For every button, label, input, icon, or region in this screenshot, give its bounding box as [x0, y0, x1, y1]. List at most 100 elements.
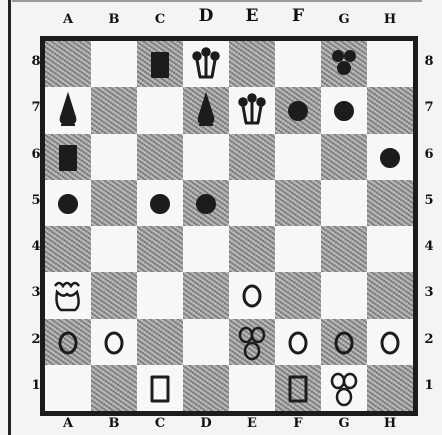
square-e8[interactable]: [229, 41, 275, 87]
white-pawn-icon[interactable]: [45, 319, 91, 365]
square-a5[interactable]: [45, 180, 91, 226]
file-label-top-c: C: [137, 13, 183, 27]
square-d8[interactable]: [183, 41, 229, 87]
file-label-bottom-d: D: [183, 417, 229, 431]
black-pawn-icon[interactable]: [137, 180, 183, 226]
black-knight-icon[interactable]: [321, 41, 367, 87]
square-c6[interactable]: [137, 134, 183, 180]
square-a7[interactable]: [45, 87, 91, 133]
square-e6[interactable]: [229, 134, 275, 180]
square-f3[interactable]: [275, 272, 321, 318]
square-e7[interactable]: [229, 87, 275, 133]
square-e2[interactable]: [229, 319, 275, 365]
square-d3[interactable]: [183, 272, 229, 318]
square-b5[interactable]: [91, 180, 137, 226]
white-king-icon[interactable]: [45, 272, 91, 318]
square-f4[interactable]: [275, 226, 321, 272]
square-b8[interactable]: [91, 41, 137, 87]
square-h1[interactable]: [367, 365, 413, 411]
file-label-bottom-c: C: [137, 417, 183, 431]
black-rook-icon[interactable]: [137, 41, 183, 87]
black-pawn-icon[interactable]: [321, 87, 367, 133]
square-g4[interactable]: [321, 226, 367, 272]
top-rule: [12, 0, 422, 2]
square-c7[interactable]: [137, 87, 183, 133]
margin-rule: [8, 0, 11, 435]
square-h4[interactable]: [367, 226, 413, 272]
file-label-bottom-e: E: [229, 417, 275, 431]
square-e3[interactable]: [229, 272, 275, 318]
square-d6[interactable]: [183, 134, 229, 180]
square-h3[interactable]: [367, 272, 413, 318]
square-g6[interactable]: [321, 134, 367, 180]
square-f1[interactable]: [275, 365, 321, 411]
square-h2[interactable]: [367, 319, 413, 365]
square-f5[interactable]: [275, 180, 321, 226]
square-g2[interactable]: [321, 319, 367, 365]
square-b3[interactable]: [91, 272, 137, 318]
square-b6[interactable]: [91, 134, 137, 180]
white-knight-icon[interactable]: [321, 365, 367, 411]
square-c2[interactable]: [137, 319, 183, 365]
square-g7[interactable]: [321, 87, 367, 133]
square-h5[interactable]: [367, 180, 413, 226]
white-pawn-icon[interactable]: [367, 319, 413, 365]
file-label-bottom-f: F: [275, 417, 321, 431]
black-rook-icon[interactable]: [45, 134, 91, 180]
square-a3[interactable]: [45, 272, 91, 318]
black-pawn-icon[interactable]: [183, 180, 229, 226]
black-pawn-icon[interactable]: [275, 87, 321, 133]
square-h7[interactable]: [367, 87, 413, 133]
square-b1[interactable]: [91, 365, 137, 411]
square-c4[interactable]: [137, 226, 183, 272]
square-f8[interactable]: [275, 41, 321, 87]
square-d4[interactable]: [183, 226, 229, 272]
square-c3[interactable]: [137, 272, 183, 318]
square-d2[interactable]: [183, 319, 229, 365]
square-f6[interactable]: [275, 134, 321, 180]
square-d5[interactable]: [183, 180, 229, 226]
square-e5[interactable]: [229, 180, 275, 226]
white-pawn-icon[interactable]: [229, 272, 275, 318]
square-b4[interactable]: [91, 226, 137, 272]
square-a4[interactable]: [45, 226, 91, 272]
square-g1[interactable]: [321, 365, 367, 411]
square-f7[interactable]: [275, 87, 321, 133]
file-label-bottom-g: G: [321, 417, 367, 431]
square-b2[interactable]: [91, 319, 137, 365]
square-a2[interactable]: [45, 319, 91, 365]
black-bishop-icon[interactable]: [45, 87, 91, 133]
square-d1[interactable]: [183, 365, 229, 411]
square-e1[interactable]: [229, 365, 275, 411]
chess-board-frame: [40, 36, 418, 416]
black-pawn-icon[interactable]: [367, 134, 413, 180]
square-h8[interactable]: [367, 41, 413, 87]
square-c5[interactable]: [137, 180, 183, 226]
white-rook-icon[interactable]: [137, 365, 183, 411]
square-c1[interactable]: [137, 365, 183, 411]
file-label-bottom-b: B: [91, 417, 137, 431]
square-a8[interactable]: [45, 41, 91, 87]
square-g8[interactable]: [321, 41, 367, 87]
square-c8[interactable]: [137, 41, 183, 87]
square-a1[interactable]: [45, 365, 91, 411]
rank-label-right-2: 2: [422, 333, 436, 347]
square-d7[interactable]: [183, 87, 229, 133]
black-queen-icon[interactable]: [229, 87, 275, 133]
white-rook-icon[interactable]: [275, 365, 321, 411]
square-e4[interactable]: [229, 226, 275, 272]
square-h6[interactable]: [367, 134, 413, 180]
square-b7[interactable]: [91, 87, 137, 133]
white-pawn-icon[interactable]: [321, 319, 367, 365]
square-g5[interactable]: [321, 180, 367, 226]
black-pawn-icon[interactable]: [45, 180, 91, 226]
square-f2[interactable]: [275, 319, 321, 365]
black-queen-icon[interactable]: [183, 41, 229, 87]
white-knight-icon[interactable]: [229, 319, 275, 365]
square-g3[interactable]: [321, 272, 367, 318]
rank-label-right-8: 8: [422, 55, 436, 69]
white-pawn-icon[interactable]: [275, 319, 321, 365]
square-a6[interactable]: [45, 134, 91, 180]
black-bishop-icon[interactable]: [183, 87, 229, 133]
white-pawn-icon[interactable]: [91, 319, 137, 365]
